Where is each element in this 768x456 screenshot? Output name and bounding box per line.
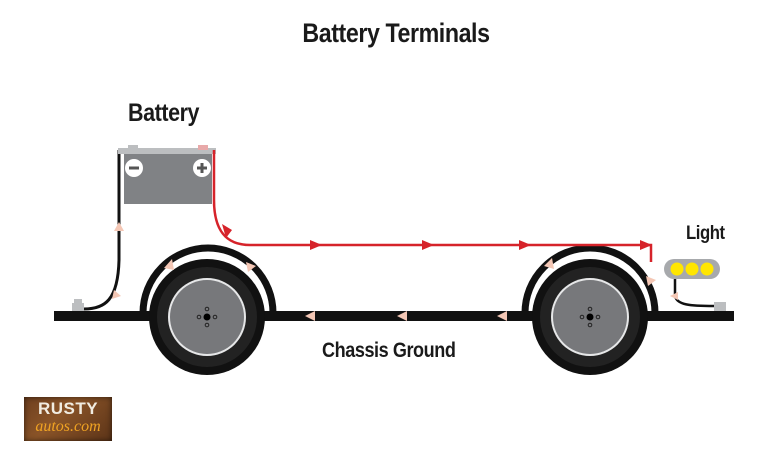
chassis-frame (54, 311, 734, 321)
light-bulb-2 (685, 262, 699, 276)
ground-arrow-1 (305, 311, 315, 321)
ground-arrow-2 (397, 311, 407, 321)
positive-wire (212, 150, 653, 262)
rustyautos-logo[interactable]: RUSTY autos.com (24, 397, 112, 441)
front-wheel (149, 259, 265, 375)
light-assembly (664, 259, 726, 311)
rear-wheel (532, 259, 648, 375)
rear-arch-arrow-left (544, 258, 554, 269)
logo-text-autos: autos.com (35, 418, 101, 435)
light-label: Light (686, 223, 725, 244)
light-bulb-3 (700, 262, 714, 276)
chassis-ground-label: Chassis Ground (322, 339, 456, 362)
rear-arch-arrow-right (646, 276, 656, 286)
ground-arrow-3 (497, 311, 507, 321)
logo-text-rusty: RUSTY (37, 399, 99, 418)
negative-ground-wire (72, 150, 124, 311)
light-bulb-1 (670, 262, 684, 276)
battery (118, 145, 216, 204)
front-arch-arrow-right (246, 262, 256, 272)
front-wheel-arch (139, 244, 277, 314)
front-arch-arrow-left (164, 259, 174, 270)
diagram-title: Battery Terminals (302, 18, 490, 48)
battery-label: Battery (128, 99, 200, 127)
